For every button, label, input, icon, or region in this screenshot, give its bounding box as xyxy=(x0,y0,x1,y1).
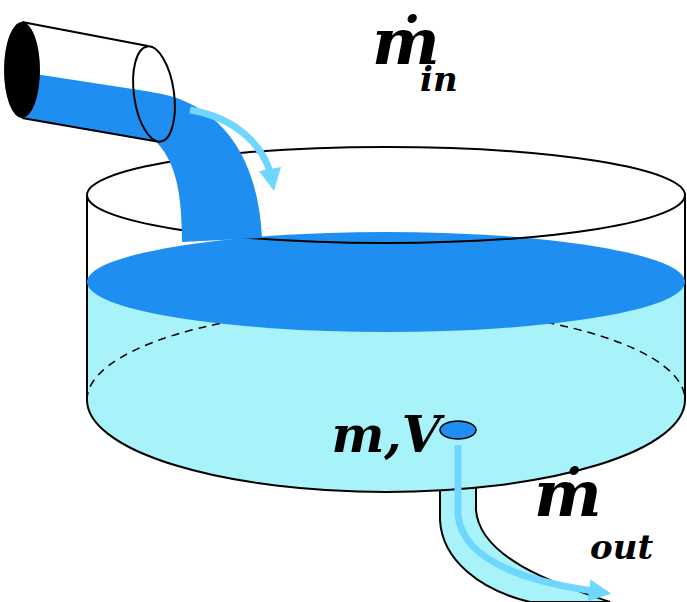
outlet-opening xyxy=(440,421,476,439)
pipe-mouth xyxy=(128,44,181,145)
tank-body: m,V xyxy=(87,195,685,495)
inlet-pipe xyxy=(22,22,148,46)
pipe-end xyxy=(4,22,40,118)
flow-symbol: ṁ xyxy=(534,462,602,526)
water-surface xyxy=(87,232,685,332)
flow-subscript: out xyxy=(590,530,653,564)
inflow-arrow xyxy=(190,110,272,180)
tank-label: m,V xyxy=(331,410,440,460)
pipe-water xyxy=(22,72,160,142)
tank-wall xyxy=(684,195,686,400)
flow-subscript: in xyxy=(420,62,458,96)
tank-wall xyxy=(86,195,88,400)
inlet-pipe xyxy=(22,22,160,142)
inlet-pipe xyxy=(22,118,160,142)
